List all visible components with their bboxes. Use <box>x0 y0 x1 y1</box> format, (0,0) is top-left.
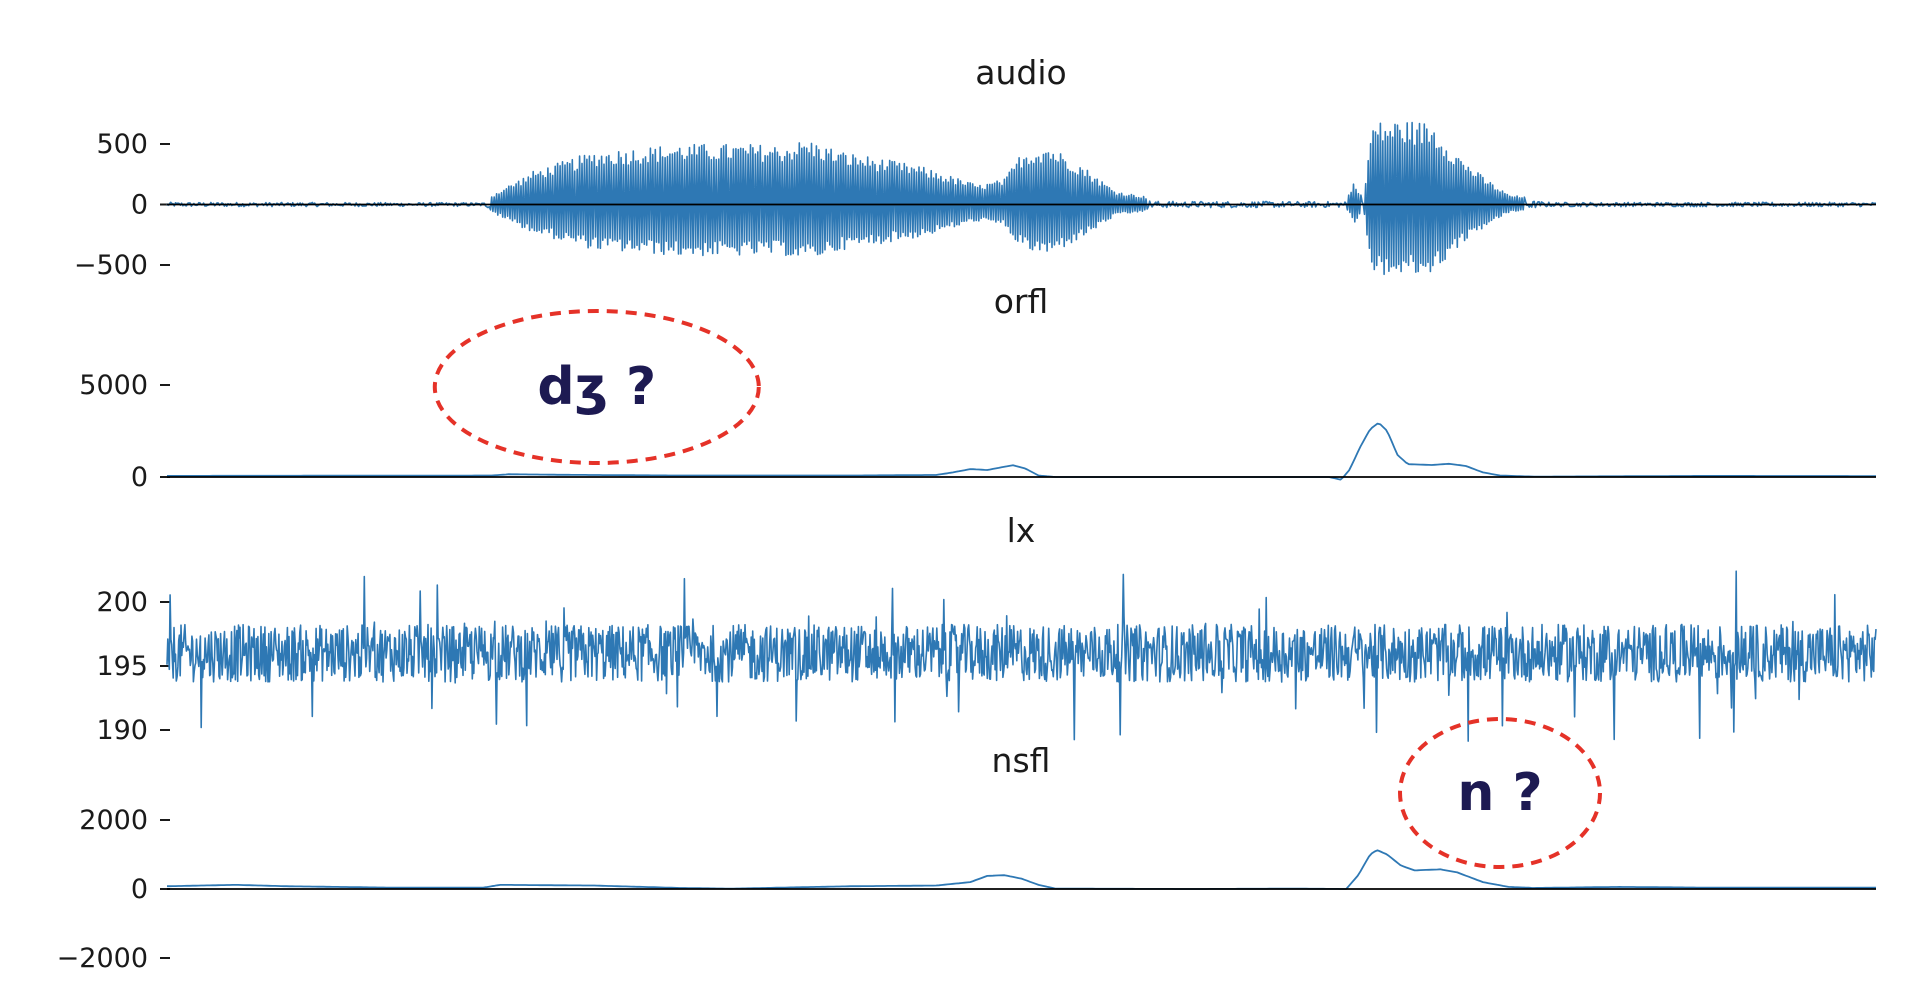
ytick-label: 200 <box>96 587 148 618</box>
ytick-label: 500 <box>96 129 148 160</box>
series-line-orfl <box>167 422 1876 481</box>
panel-title-lx: lx <box>1007 511 1036 550</box>
annotation-ellipse <box>432 309 761 465</box>
ytick-label: 0 <box>131 874 148 905</box>
panel-orfl: orfl 5000 0 <box>79 282 1876 493</box>
ytick-label: 195 <box>96 651 148 682</box>
panel-title-audio: audio <box>975 53 1066 92</box>
annotation-label: n ? <box>1457 763 1542 823</box>
annotation-ellipse <box>1398 717 1603 869</box>
ytick-label: 0 <box>131 190 148 221</box>
ytick-label: 190 <box>96 715 148 746</box>
annotation-label: dʒ ? <box>537 357 656 417</box>
panel-lx: lx 200 195 190 <box>96 511 1877 746</box>
panel-nsfl: nsfl 2000 0 −2000 <box>57 741 1876 974</box>
series-line-nsfl <box>167 849 1876 890</box>
ytick-label: 0 <box>131 462 148 493</box>
panel-title-orfl: orfl <box>994 282 1049 321</box>
ytick-label: 5000 <box>79 370 148 401</box>
series-line-audio <box>166 121 1876 276</box>
series-line-lx <box>166 570 1877 742</box>
panel-title-nsfl: nsfl <box>992 741 1051 780</box>
panel-audio: audio 500 0 −500 <box>74 53 1876 281</box>
annotation-2: n ? <box>1398 717 1603 869</box>
annotation-1: dʒ ? <box>432 309 761 465</box>
ytick-label: 2000 <box>79 805 148 836</box>
ytick-label: −2000 <box>57 943 148 974</box>
ytick-label: −500 <box>74 250 148 281</box>
